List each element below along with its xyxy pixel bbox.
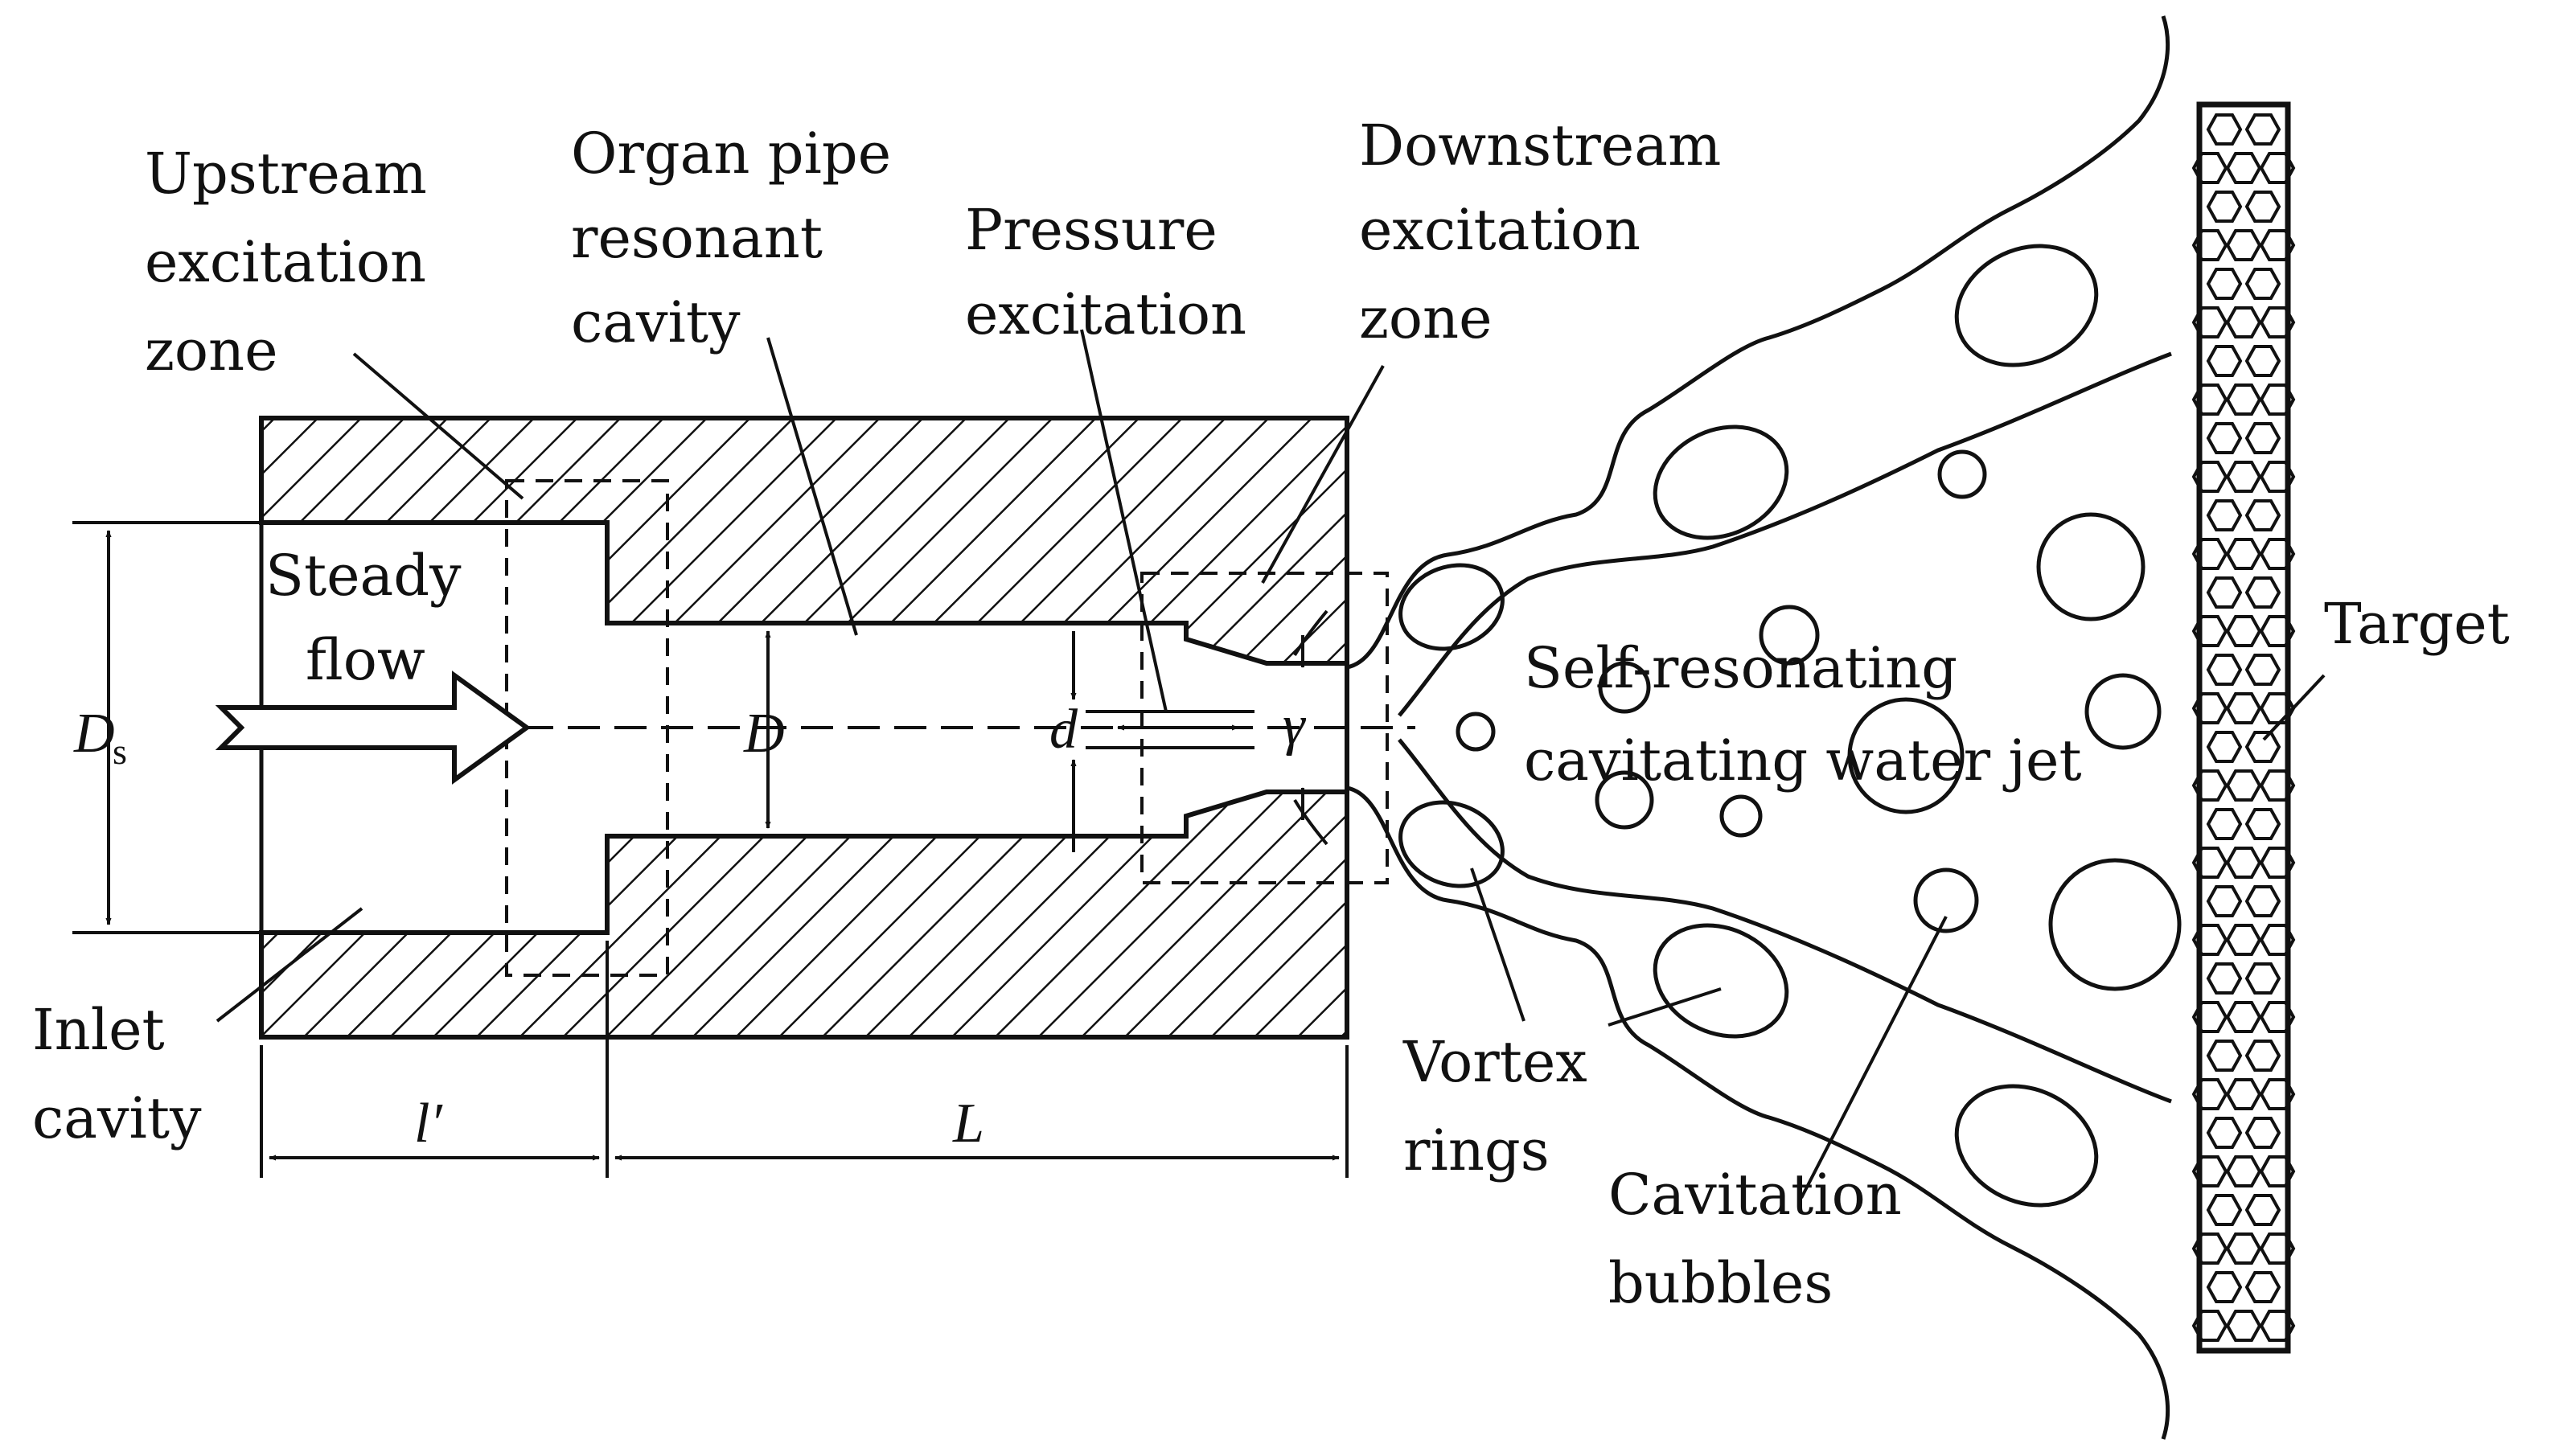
l-symbol: L (952, 1093, 984, 1155)
jet-envelope (1346, 15, 2172, 1440)
target-pore (2244, 268, 2281, 300)
svg-text:Inlet: Inlet (32, 997, 165, 1063)
target-plate (2191, 101, 2296, 1354)
ds-symbol: D (73, 703, 115, 765)
svg-text:Cavitation: Cavitation (1608, 1162, 1902, 1228)
gamma-symbol: γ (1283, 695, 1307, 757)
label-pressure-excitation: Pressure excitation (965, 197, 1246, 347)
target-pore (2244, 576, 2281, 609)
vortex-rings (1398, 244, 2099, 1208)
label-target: Target (2324, 591, 2510, 657)
gamma-arc-bottom (1293, 798, 1328, 846)
target-pore (2206, 345, 2243, 377)
cavitation-bubbles (1456, 449, 2182, 991)
label-vortex-rings: Vortex rings (1402, 1029, 1587, 1183)
target-pore (2259, 229, 2296, 261)
target-pore (2244, 885, 2281, 917)
svg-text:cavitating water jet: cavitating water jet (1524, 728, 2082, 794)
target-pore (2259, 1001, 2296, 1033)
target-pore (2206, 808, 2243, 840)
svg-text:rings: rings (1403, 1118, 1550, 1183)
target-pore (2244, 654, 2281, 686)
label-organ-pipe: Organ pipe resonant cavity (571, 121, 891, 355)
target-pore (2259, 615, 2296, 647)
target-pore (2259, 1232, 2296, 1265)
target-pore (2259, 1155, 2296, 1187)
target-pore (2206, 499, 2243, 531)
target-pore (2244, 1271, 2281, 1303)
steady-flow-arrow (215, 671, 532, 785)
target-pore (2244, 1117, 2281, 1149)
target-pore (2259, 538, 2296, 570)
target-pore (2244, 1040, 2281, 1072)
target-pore (2206, 731, 2243, 763)
leader-lines (216, 329, 2326, 1199)
label-steady-flow: Steady flow (265, 543, 462, 693)
downstream-zone-box (1140, 572, 1389, 884)
svg-text:cavity: cavity (32, 1085, 202, 1151)
target-pore (2259, 306, 2296, 338)
d-small-symbol: d (1049, 699, 1078, 761)
svg-text:excitation: excitation (1359, 197, 1640, 263)
svg-text:Pressure: Pressure (965, 197, 1218, 263)
target-pore (2244, 808, 2281, 840)
svg-text:Organ pipe: Organ pipe (571, 121, 891, 187)
label-jet: Self-resonating cavitating water jet (1524, 635, 2082, 794)
target-pore (2244, 499, 2281, 531)
label-upstream: Upstream excitation zone (145, 141, 427, 383)
target-pore (2244, 345, 2281, 377)
svg-text:excitation: excitation (145, 229, 426, 295)
svg-text:Self-resonating: Self-resonating (1524, 635, 1957, 701)
svg-text:zone: zone (1359, 285, 1493, 351)
svg-text:excitation: excitation (965, 281, 1246, 347)
target-pore (2206, 1271, 2243, 1303)
l-prime-symbol: l′ (414, 1093, 443, 1155)
target-pore (2244, 422, 2281, 454)
label-cavitation-bubbles: Cavitation bubbles (1608, 1162, 1902, 1316)
ds-subscript: s (113, 731, 127, 772)
label-downstream: Downstream excitation zone (1359, 113, 1721, 351)
svg-text:Vortex: Vortex (1402, 1029, 1587, 1095)
svg-text:Upstream: Upstream (145, 141, 427, 207)
target-pore (2244, 191, 2281, 223)
target-pore (2244, 962, 2281, 995)
target-pore (2259, 1310, 2296, 1342)
target-pore (2206, 1040, 2243, 1072)
target-pore (2206, 268, 2243, 300)
target-pore (2206, 113, 2243, 146)
d-large-symbol: D (743, 703, 785, 765)
svg-text:zone: zone (145, 318, 278, 383)
svg-text:bubbles: bubbles (1608, 1250, 1833, 1316)
target-pore (2206, 576, 2243, 609)
svg-text:cavity: cavity (571, 289, 741, 355)
target-pore (2259, 924, 2296, 956)
target-pore (2244, 731, 2281, 763)
target-pore (2206, 654, 2243, 686)
target-pore (2259, 1078, 2296, 1110)
target-pore (2259, 769, 2296, 802)
svg-text:Steady: Steady (265, 543, 462, 609)
target-pore (2259, 383, 2296, 416)
gamma-arc-top (1293, 609, 1328, 657)
target-pore (2259, 152, 2296, 184)
svg-text:resonant: resonant (571, 205, 823, 271)
label-inlet-cavity: Inlet cavity (32, 997, 202, 1151)
target-pore (2244, 1194, 2281, 1226)
target-pore (2206, 962, 2243, 995)
svg-text:Downstream: Downstream (1359, 113, 1721, 178)
svg-text:flow: flow (306, 627, 425, 693)
target-pore (2206, 1117, 2243, 1149)
target-pore (2206, 885, 2243, 917)
target-pore (2206, 1194, 2243, 1226)
nozzle-body (259, 416, 1349, 1040)
target-pore (2244, 113, 2281, 146)
target-pore (2259, 461, 2296, 493)
target-pore (2206, 191, 2243, 223)
target-pore (2259, 847, 2296, 879)
target-pore (2206, 422, 2243, 454)
upstream-zone-box (505, 479, 669, 977)
